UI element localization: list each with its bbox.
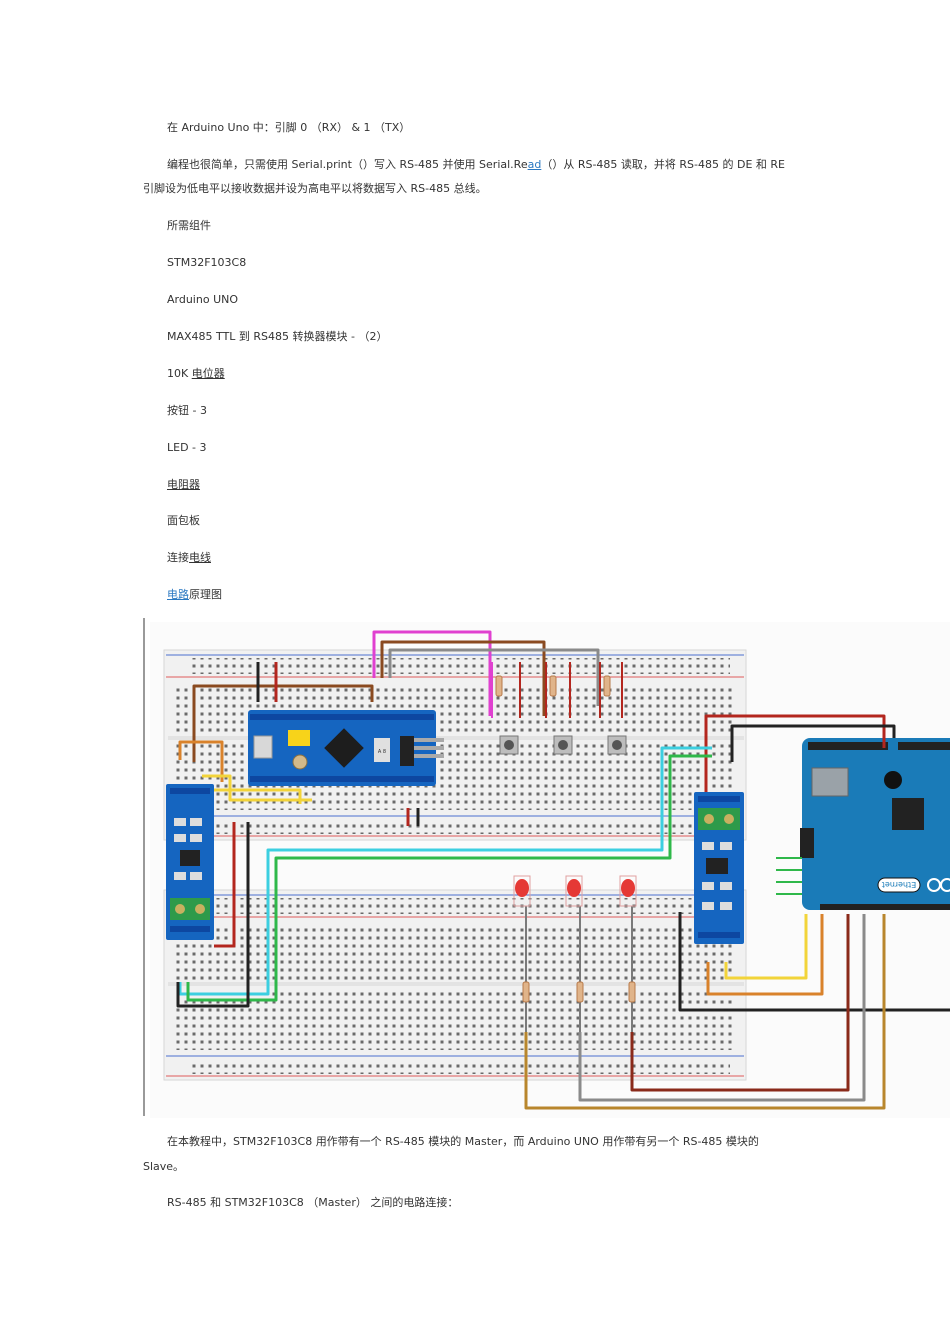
programming-text-a: 编程也很简单，只需使用 Serial.print（）写入 RS-485 并使用 … [167,158,528,171]
programming-text-b: （）从 RS-485 读取，并将 RS-485 的 DE 和 RE [541,158,785,171]
read-link[interactable]: ad [527,158,542,171]
wire-darkred-bottom [630,914,850,1092]
wire-tan-bottom [524,914,886,1110]
arduino-uno-board: Ethernet [776,738,950,910]
component-item: 面包板 [167,514,200,527]
component-item: 按钮 - 3 [167,404,207,417]
rs485-module-right [694,792,744,944]
wires-prefix: 连接 [167,551,189,564]
paragraph-programming-line2: 引脚设为低电平以接收数据并设为高电平以将数据写入 RS-485 总线。 [143,182,487,195]
component-item: Arduino UNO [167,293,239,306]
rs485-module-left [166,784,214,940]
paragraph-pins: 在 Arduino Uno 中：引脚 0 （RX） & 1 （TX） [167,121,411,134]
wire-black-arduino [730,724,896,762]
wire-orange-arduino [706,914,824,996]
wire-green [186,754,712,1002]
wire-black-bottom [678,912,950,1012]
wire-cyan [178,746,712,996]
wire-black-left [176,822,250,1008]
component-item: LED - 3 [167,441,207,454]
circuit-link[interactable]: 电路 [167,588,189,601]
resistors-top [495,675,611,697]
breadboard-bottom [163,889,747,1081]
wires [176,630,950,1110]
paragraph-connection: RS-485 和 STM32F103C8 （Master） 之间的电路连接： [167,1196,459,1209]
resistors-bottom [522,981,636,1003]
components-heading: 所需组件 [167,219,211,232]
component-item: MAX485 TTL 到 RS485 转换器模块 - （2） [167,330,388,343]
wire-orange [178,740,224,782]
wire-magenta [372,630,492,716]
wire-yellow-2 [212,788,302,804]
circuit-diagram: Ethernet [150,622,950,1118]
component-item-resistor: 电阻器 [167,478,200,492]
resistor-link[interactable]: 电阻器 [167,478,200,491]
wire-brown-top [380,640,546,716]
paragraph-tutorial-line1: 在本教程中，STM32F103C8 用作带有一个 RS-485 模块的 Mast… [167,1135,759,1148]
ethernet-badge [877,877,921,893]
wire-brown-left [192,684,374,762]
wire-gray-top [388,648,600,706]
leds [513,875,637,907]
wire-yellow-arduino [724,914,808,980]
figure-quote-bar [143,618,145,1116]
paragraph-programming-line1: 编程也很简单，只需使用 Serial.print（）写入 RS-485 并使用 … [167,158,785,172]
stm32-module-label: A 8 [378,749,386,755]
wire-gray-bottom [578,914,866,1102]
pot-prefix: 10K [167,367,192,380]
potentiometer-link[interactable]: 电位器 [191,367,225,380]
push-buttons [499,735,627,755]
component-item-wires: 连接电线 [167,551,211,565]
wire-red-left [214,822,236,948]
component-item: STM32F103C8 [167,256,247,269]
paragraph-tutorial-line2: Slave。 [143,1160,185,1173]
stm32-blue-pill: A 8 [248,710,444,786]
component-item-pot: 10K 电位器 [167,367,225,381]
ethernet-label: Ethernet [882,880,916,889]
wire-yellow [202,774,312,802]
wires-link[interactable]: 电线 [189,551,211,564]
schematic-suffix: 原理图 [189,588,222,601]
schematic-heading: 电路原理图 [167,588,222,602]
